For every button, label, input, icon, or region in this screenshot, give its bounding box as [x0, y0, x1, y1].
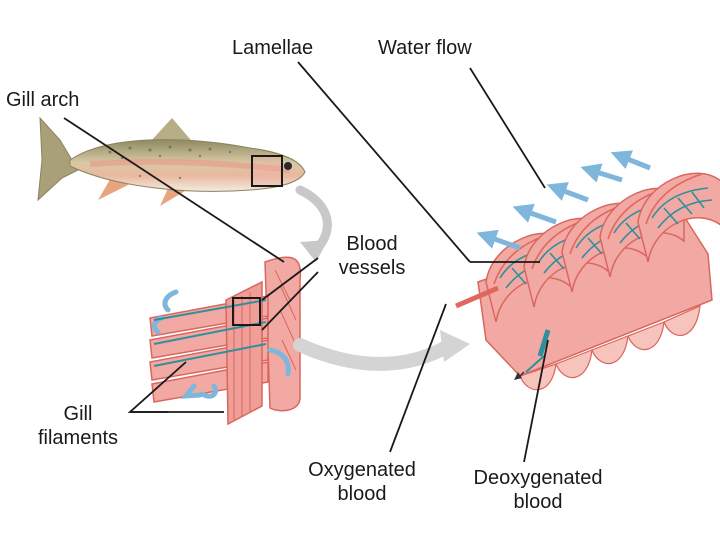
label-gill-arch: Gill arch: [6, 89, 80, 111]
label-oxygenated-blood: Oxygenated blood: [292, 458, 432, 506]
lamellae-illustration: [455, 172, 720, 391]
zoom-arrow-gill-to-lamellae: [293, 338, 455, 371]
leader-lamellae: [297, 61, 471, 263]
lamella-plate: [637, 172, 720, 263]
leader-oxygenated: [389, 303, 447, 453]
gill-filaments-illustration: [149, 256, 302, 426]
leader-blood-vessels-b: [261, 271, 319, 331]
label-oxygenated-line2: blood: [337, 483, 387, 505]
label-deoxygenated-blood: Deoxygenated blood: [456, 466, 620, 514]
label-oxygenated-line1: Oxygenated: [308, 459, 416, 481]
leader-water-flow: [469, 67, 546, 189]
label-deoxygenated-line1: Deoxygenated: [473, 467, 603, 489]
label-blood-vessels-line1: Blood: [346, 233, 398, 255]
label-gill-filaments: Gill filaments: [26, 402, 130, 450]
label-lamellae: Lamellae: [232, 37, 314, 59]
label-deoxygenated-line2: blood: [513, 491, 563, 513]
leader-deoxygenated: [523, 339, 549, 463]
leader-lines: [63, 61, 549, 463]
fish-illustration: [37, 116, 306, 206]
label-blood-vessels: Blood vessels: [330, 232, 414, 280]
label-gill-filaments-line2: filaments: [37, 427, 119, 449]
label-water-flow: Water flow: [378, 37, 472, 59]
leader-gill-arch: [63, 117, 285, 263]
leader-blood-vessels-a: [261, 257, 319, 301]
label-gill-filaments-line1: Gill: [63, 403, 93, 425]
capillary-network: [651, 187, 713, 229]
water-flow-arrows: [476, 150, 651, 251]
capillary-red: [645, 173, 703, 225]
label-blood-vessels-line2: vessels: [338, 257, 406, 279]
